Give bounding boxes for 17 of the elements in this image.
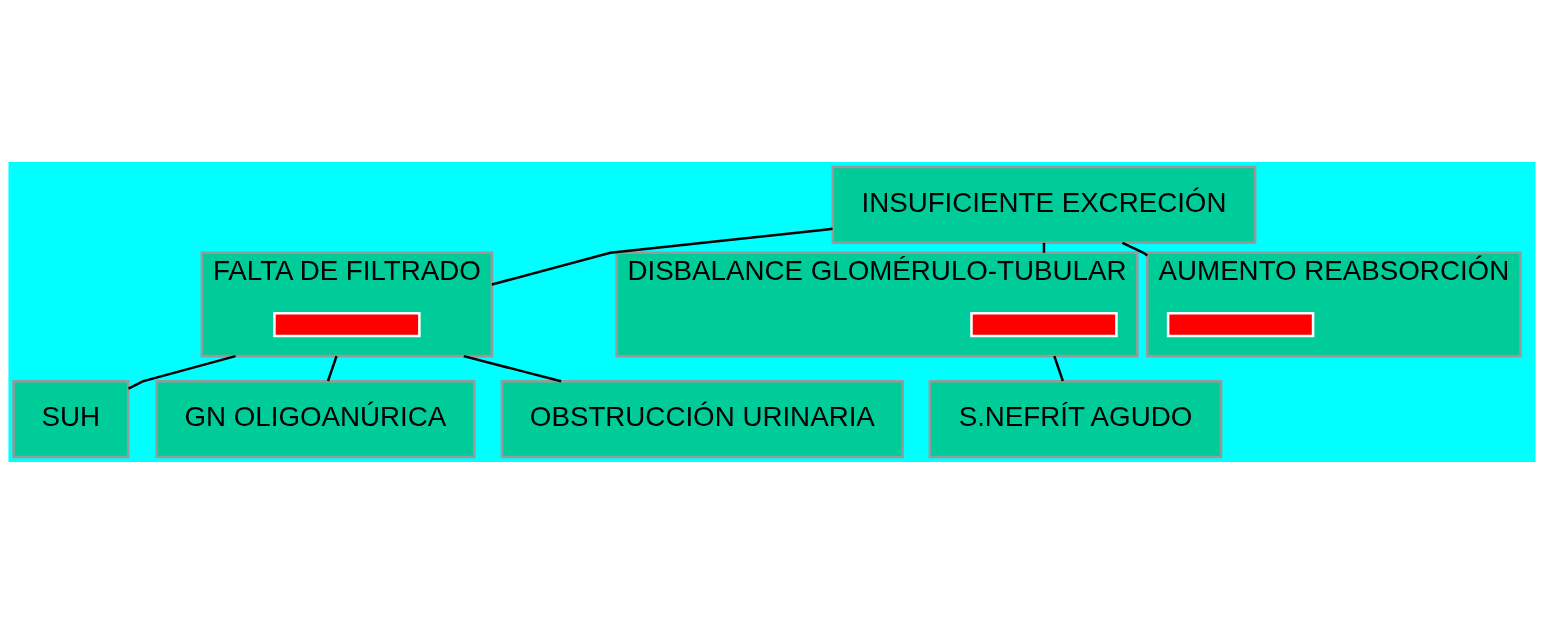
connector xyxy=(1121,241,1149,257)
node-box: GN OLIGOANÚRICA xyxy=(155,379,476,458)
cluster: AUMENTO REABSORCIÓN xyxy=(1146,251,1522,357)
cluster: FALTA DE FILTRADO xyxy=(200,251,494,357)
connector xyxy=(1053,355,1064,381)
connector xyxy=(463,354,562,383)
node-box: OBSTRUCCIÓN URINARIA xyxy=(500,379,905,458)
cluster: DISBALANCE GLOMÉRULO-TUBULAR xyxy=(615,251,1139,357)
connector xyxy=(491,227,833,286)
node-box: S.NEFRÍT AGUDO xyxy=(928,379,1223,458)
node-bar xyxy=(1166,311,1315,337)
connector xyxy=(326,355,338,381)
node-box: INSUFICIENTE EXCRECIÓN xyxy=(831,165,1257,244)
node-box: SUH xyxy=(12,379,130,458)
node-bar xyxy=(273,311,421,337)
connector xyxy=(127,354,236,390)
node-bar xyxy=(970,311,1118,337)
